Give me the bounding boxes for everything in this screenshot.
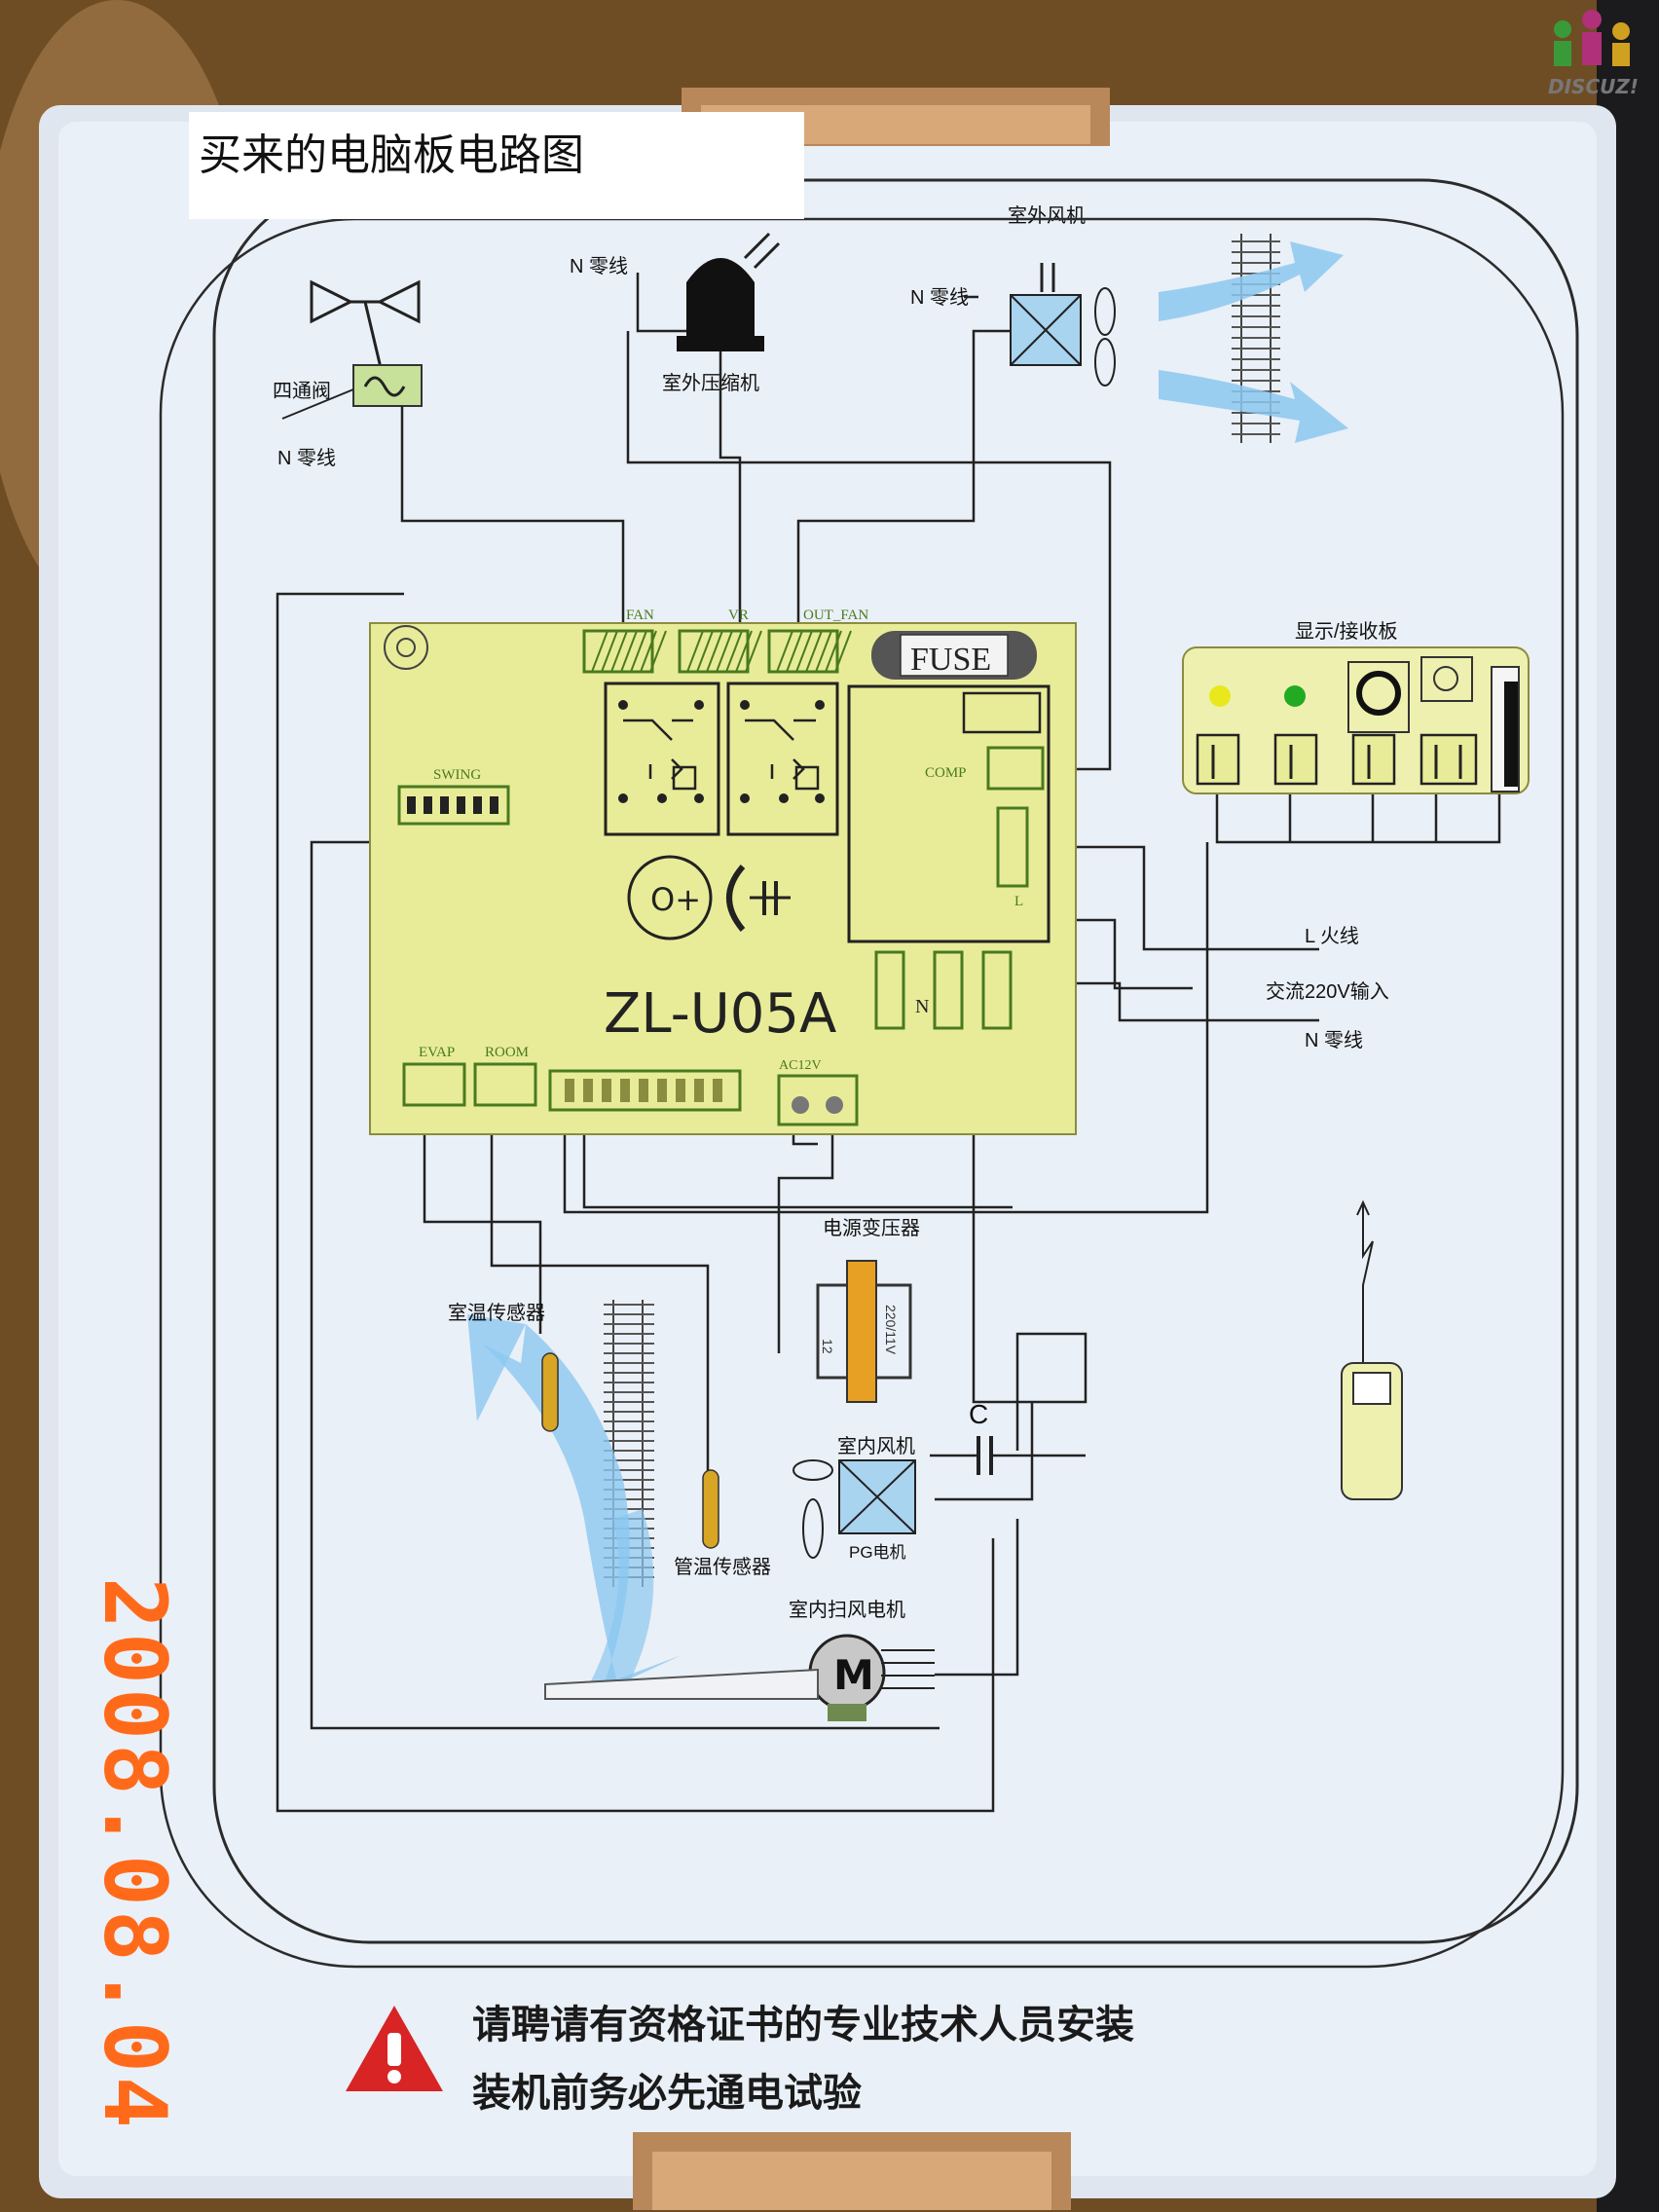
board-ac-label: AC12V [779,1058,822,1073]
display-board [1182,646,1530,794]
svg-text:220/11V: 220/11V [883,1305,899,1355]
capacitor-icon [954,1436,1086,1475]
valve-neutral-label: N 零线 [277,447,336,469]
board-comp-label: COMP [925,765,967,781]
control-board: O+ [369,622,1077,1135]
remote-control-icon [1341,1199,1403,1500]
airflow-arrow-top [1159,241,1344,321]
ac-input-label: 交流220V输入 [1266,980,1389,1003]
outdoor-fan-neutral-label: N 零线 [910,286,969,309]
warning-line-2: 装机前务必先通电试验 [472,2072,862,2115]
svg-text:12: 12 [820,1339,835,1354]
indoor-fan-icon [793,1459,916,1559]
date-stamp: 2008.08.04 [85,1577,185,2132]
compressor-neutral-label: N 零线 [570,255,628,277]
board-n-label: N [915,996,929,1017]
indoor-airflow-arrow [482,1324,682,1684]
swing-motor-icon [544,1634,935,1721]
display-board-label: 显示/接收板 [1295,620,1398,643]
board-room-label: ROOM [485,1045,529,1060]
transformer-label: 电源变压器 [823,1217,920,1239]
board-l-label: L [1014,894,1023,909]
airflow-arrow-bottom [1159,370,1348,443]
outdoor-fan-icon [1010,263,1116,387]
neutral-line-label: N 零线 [1305,1029,1363,1051]
power-transformer: 220/11V 12 [816,1260,912,1403]
outer-wiring-frame [212,178,1579,1944]
board-swing-label: SWING [433,767,481,783]
board-fan-label: FAN [626,608,654,623]
room-temp-sensor [541,1352,559,1432]
board-outfan-label: OUT_FAN [803,608,868,623]
motor-letter: M [833,1651,874,1699]
compressor-label: 室外压缩机 [662,372,759,394]
photo-caption: 买来的电脑板电路图 [189,112,804,219]
four-way-valve [281,279,423,420]
warning-icon [346,2006,443,2091]
discuz-logo [1554,10,1630,66]
pg-motor-label: PG电机 [849,1543,906,1562]
svg-text:O+: O+ [650,881,701,918]
board-vr-label: VR [728,608,749,623]
compressor-icon [677,232,781,351]
discuz-logo-text: DISCUZ! [1548,75,1639,98]
warning-line-1: 请聘请有资格证书的专业技术人员安装 [472,2004,1134,2046]
four-way-valve-label: 四通阀 [273,380,331,402]
box-panel [39,88,1616,2210]
room-sensor-label: 室温传感器 [448,1302,545,1324]
swing-motor-label: 室内扫风电机 [789,1599,905,1621]
capacitor-label: C [969,1399,988,1429]
live-line-label: L 火线 [1305,925,1359,947]
pipe-sensor-label: 管温传感器 [674,1556,771,1578]
board-evap-label: EVAP [419,1045,455,1060]
indoor-fan-label: 室内风机 [837,1435,915,1457]
fuse-label: FUSE [910,642,991,678]
board-model: ZL-U05A [604,982,836,1046]
pipe-temp-sensor [702,1469,719,1549]
outdoor-fan-label: 室外风机 [1008,204,1086,227]
